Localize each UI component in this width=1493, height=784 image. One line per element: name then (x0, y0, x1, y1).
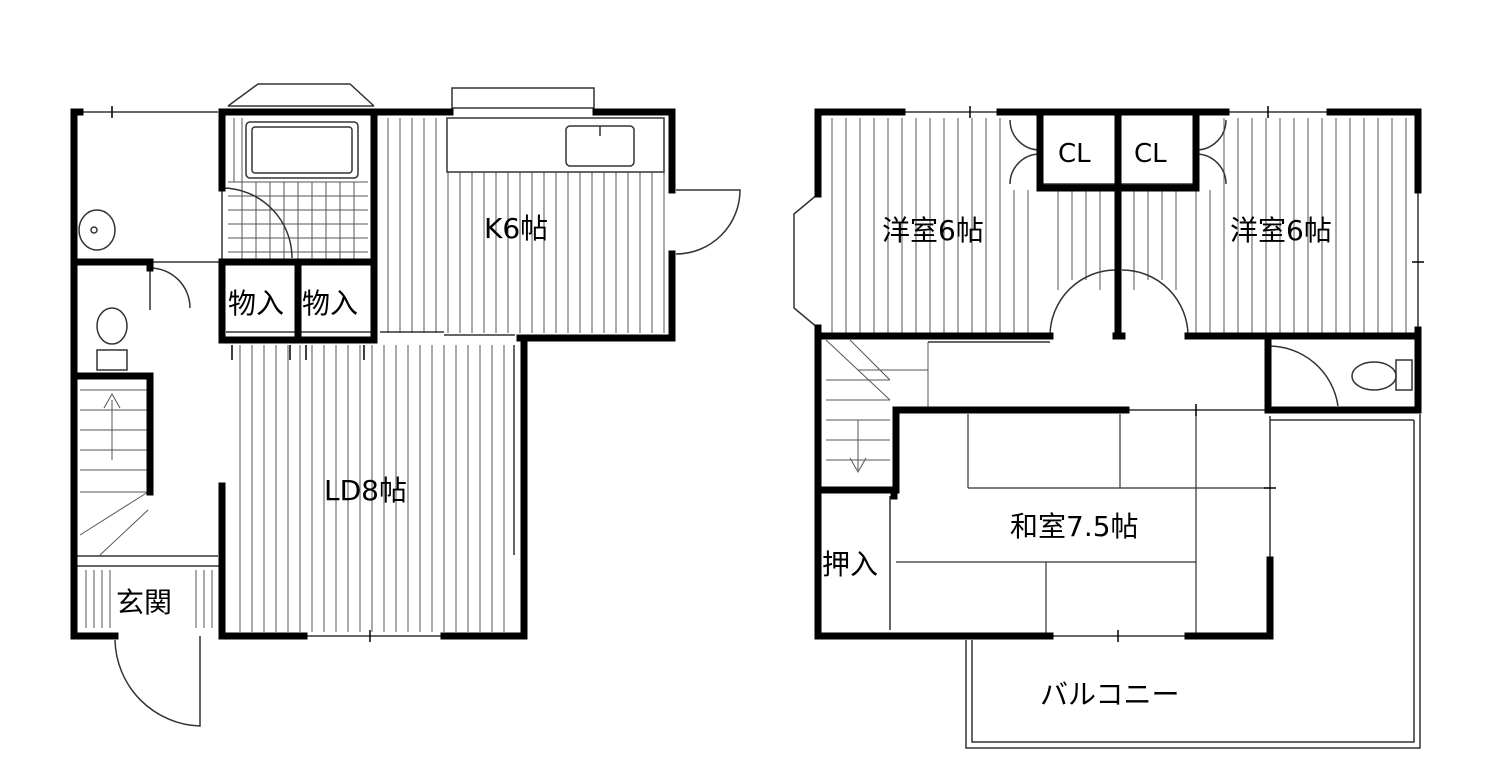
walls-2f (814, 108, 1422, 640)
fixtures-1f (74, 83, 741, 727)
room-label-balcony: バルコニー (1040, 678, 1179, 711)
room-label-western-room-left: 洋室6帖 (882, 214, 984, 247)
room-label-entrance: 玄関 (116, 586, 172, 619)
room-label-closet-left: CL (1058, 139, 1091, 169)
window-ticks-2f (969, 106, 1424, 642)
stairs-1f (79, 389, 149, 556)
stairs-2f (825, 339, 929, 474)
western-room-right-flooring (1133, 118, 1407, 333)
room-label-storage-2: 物入 (302, 287, 358, 320)
room-label-western-room-right: 洋室6帖 (1230, 214, 1332, 247)
first-floor-plan: K6帖 LD8帖 物入 物入 玄関 (70, 83, 741, 727)
fixtures-2f (793, 111, 1421, 749)
room-label-closet-right: CL (1134, 139, 1167, 169)
room-label-japanese-room: 和室7.5帖 (1010, 510, 1139, 543)
room-label-living-dining: LD8帖 (324, 474, 407, 507)
bathroom-tiles (228, 118, 368, 260)
room-label-storage-1: 物入 (228, 287, 284, 320)
kitchen-flooring (387, 118, 665, 333)
room-label-kitchen: K6帖 (484, 212, 548, 245)
room-label-oshiire: 押入 (822, 548, 878, 581)
second-floor-plan: 洋室6帖 洋室6帖 CL CL 和室7.5帖 押入 バルコニー (793, 106, 1424, 749)
ld-flooring (239, 345, 505, 632)
walls-1f (70, 108, 676, 640)
tatami-mats (896, 414, 1270, 636)
entrance-tiles (85, 570, 213, 628)
western-room-left-flooring (831, 118, 1101, 333)
window-ticks-1f (111, 106, 371, 642)
